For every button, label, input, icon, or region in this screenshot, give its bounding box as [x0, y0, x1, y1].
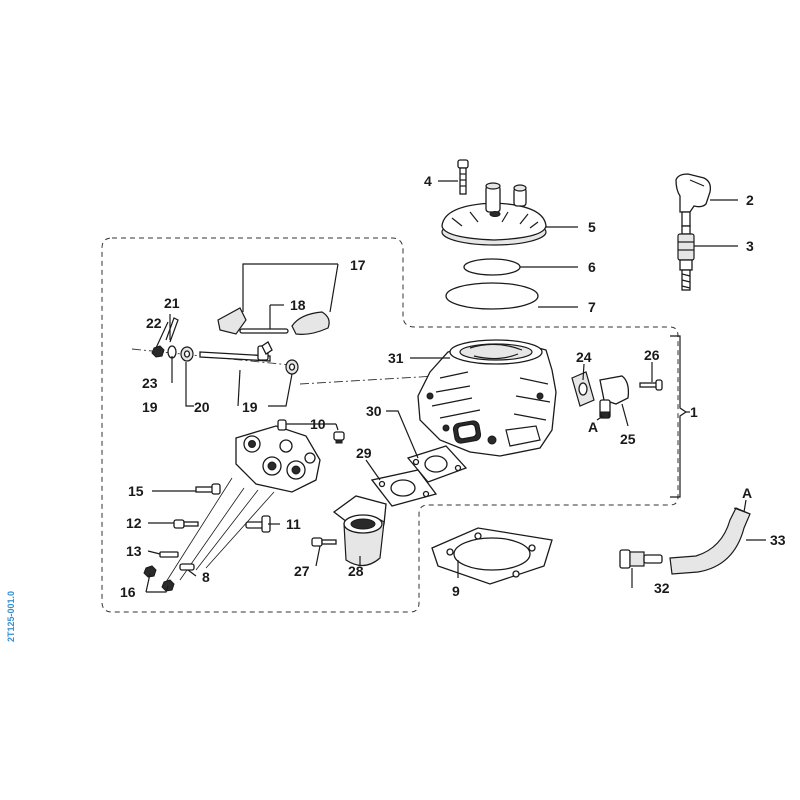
callout-10: 10: [310, 416, 326, 432]
head-o-ring: [463, 258, 521, 276]
water-hose: [669, 507, 751, 575]
cylinder-head: [441, 182, 547, 246]
shaft-nut: [151, 345, 165, 358]
outlet-gasket: [571, 371, 595, 407]
housing-stud: [159, 551, 179, 558]
housing-plug: [333, 431, 345, 444]
callout-21: 21: [164, 295, 180, 311]
callout-25: 25: [620, 431, 636, 447]
housing-guide-lines: [165, 477, 275, 583]
cylinder: [417, 339, 557, 457]
water-outlet-fitting: [599, 375, 630, 419]
manifold-bolt: [311, 537, 337, 547]
callout-26: 26: [644, 347, 660, 363]
housing-nuts: [143, 565, 175, 592]
exhaust-valve-shaft: [199, 341, 273, 362]
head-bolt: [457, 159, 469, 195]
callout-9: 9: [452, 583, 460, 599]
reed-spacer: [370, 469, 438, 507]
callout-11: 11: [286, 516, 301, 532]
callout-6: 6: [588, 259, 596, 275]
shaft-spring-clip: [165, 317, 179, 343]
water-fitting: [245, 515, 271, 533]
intake-manifold: [332, 495, 387, 567]
callout-16: 16: [120, 584, 136, 600]
callout-2: 2: [746, 192, 754, 208]
callout-32: 32: [654, 580, 670, 596]
callout-28: 28: [348, 563, 364, 579]
cylinder-base-gasket: [431, 527, 553, 585]
spark-plug-cap: [675, 173, 712, 227]
callout-19-left: 19: [142, 399, 158, 415]
callout-22: 22: [146, 315, 162, 331]
valve-pin: [239, 328, 289, 334]
callout-18: 18: [290, 297, 306, 313]
callout-13: 13: [126, 543, 142, 559]
head-gasket-ring: [445, 282, 539, 310]
callout-17: 17: [350, 257, 366, 273]
callout-33: 33: [770, 532, 786, 548]
callout-8: 8: [202, 569, 210, 585]
callout-3: 3: [746, 238, 754, 254]
exhaust-valve-flaps: [217, 307, 330, 335]
housing-pin: [277, 419, 287, 431]
drawing-reference-code: 2T125-001.0: [6, 591, 16, 642]
assembly-group-outline: [101, 237, 679, 613]
outlet-screw: [639, 379, 663, 391]
callout-15: 15: [128, 483, 144, 499]
callout-24: 24: [576, 349, 592, 365]
callout-labels: 1 2 3 4 5 6 7 8 9 10 11 12 13 15 16 17 1…: [120, 173, 786, 600]
callout-27: 27: [294, 563, 310, 579]
spark-plug: [677, 225, 695, 291]
housing-set-screw: [179, 563, 195, 571]
callout-23: 23: [142, 375, 158, 391]
callout-31: 31: [388, 350, 404, 366]
housing-bolt-long: [195, 483, 221, 495]
callout-30: 30: [366, 403, 382, 419]
connection-marker-a-hose: A: [742, 485, 752, 501]
connection-marker-a-fitting: A: [588, 419, 598, 435]
shaft-bushing-left: [180, 346, 194, 362]
callout-1: 1: [690, 404, 698, 420]
hose-fitting: [619, 549, 663, 569]
callout-12: 12: [126, 515, 142, 531]
housing-bolt: [173, 519, 199, 529]
callout-5: 5: [588, 219, 596, 235]
intake-gasket: [406, 445, 468, 483]
callout-29: 29: [356, 445, 372, 461]
exhaust-valve-housing: [235, 425, 321, 493]
callout-4: 4: [424, 173, 432, 189]
callout-7: 7: [588, 299, 596, 315]
valve-shaft-axis: [131, 348, 301, 367]
callout-20: 20: [194, 399, 210, 415]
callout-19-right: 19: [242, 399, 258, 415]
shaft-bushing-right: [285, 359, 299, 375]
leader-lines: [145, 180, 766, 593]
